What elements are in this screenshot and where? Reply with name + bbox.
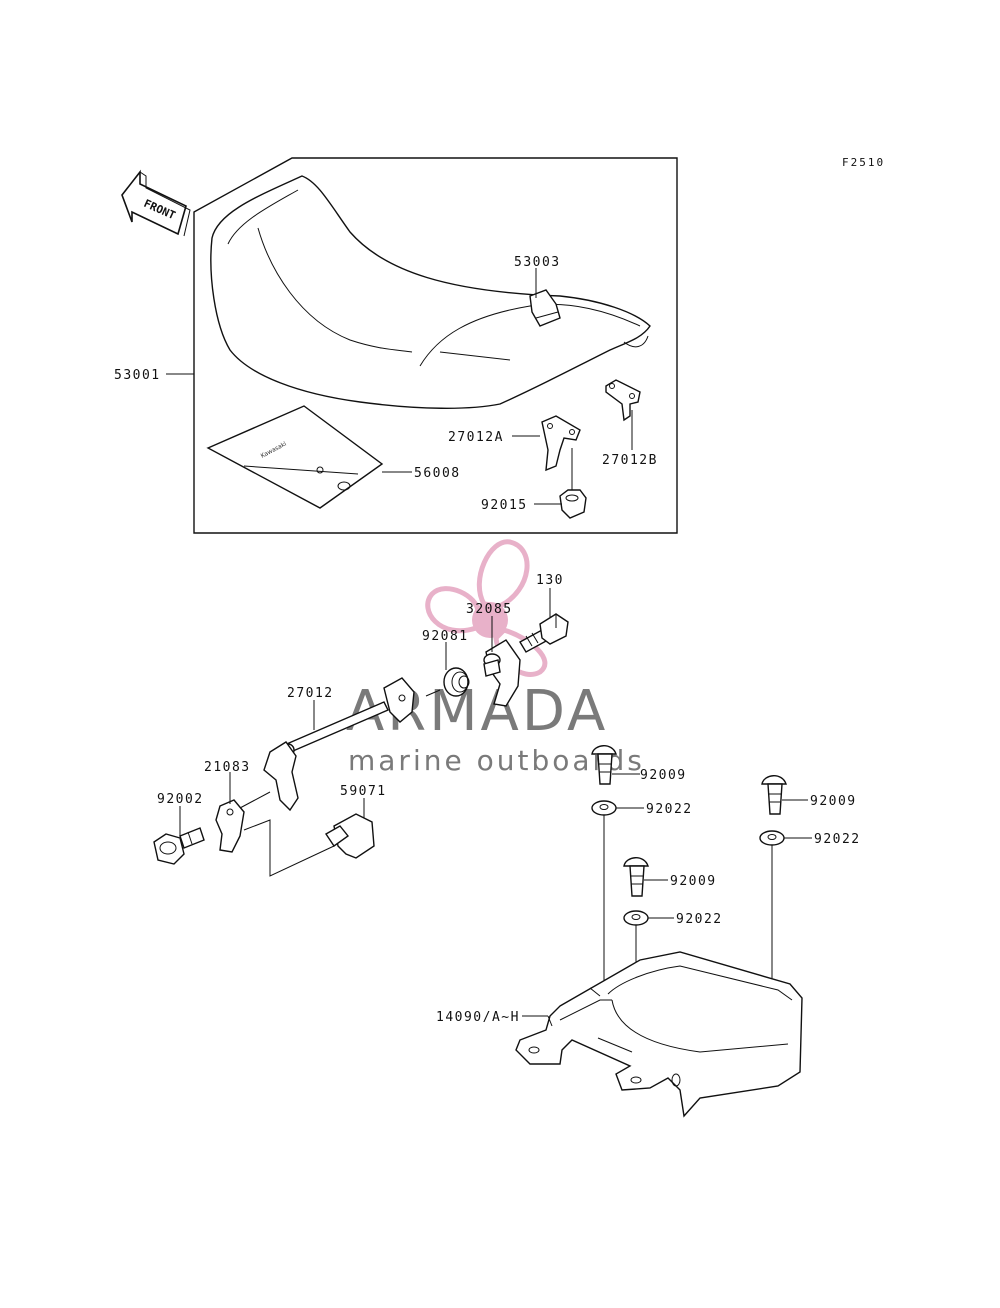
spring-92081 [425,667,470,697]
nut-92015 [559,489,587,519]
bolt-92009-b [761,775,787,815]
label-92009-b: 92009 [810,794,857,809]
seat-53001 [210,175,651,409]
seat-assembly-frame [193,157,678,534]
label-92002: 92002 [157,792,204,807]
label-92022-a: 92022 [646,802,693,817]
stopper-59071 [325,813,375,859]
bolt-92009-c [623,857,649,897]
label-92009-c: 92009 [670,874,717,889]
cover-14090 [515,951,803,1118]
label-53003: 53003 [514,255,561,270]
card-56008: Kawasaki [206,405,384,509]
lever-21083 [215,741,299,853]
label-92081: 92081 [422,629,469,644]
label-21083: 21083 [204,760,251,775]
seat-hook-53003 [529,289,561,327]
washer-92022-c [623,910,649,926]
label-92015: 92015 [481,498,528,513]
label-27012B: 27012B [602,453,658,468]
washer-92022-b [759,830,785,846]
washer-92022-a [591,800,617,816]
label-92009-a: 92009 [640,768,687,783]
bracket-27012B [605,379,641,422]
label-27012A: 27012A [448,430,504,445]
label-32085: 32085 [466,602,513,617]
label-53001: 53001 [114,368,161,383]
label-59071: 59071 [340,784,387,799]
watermark-tagline: marine outboards [348,744,645,777]
label-92022-b: 92022 [814,832,861,847]
seat-lock-cam [383,677,415,723]
lever-32085 [483,639,521,707]
bolt-92002 [153,827,205,865]
label-14090: 14090/A~H [436,1010,520,1025]
label-130: 130 [536,573,564,588]
label-92022-c: 92022 [676,912,723,927]
label-27012: 27012 [287,686,334,701]
bracket-27012A [541,415,581,472]
label-56008: 56008 [414,466,461,481]
bolt-92009-a [591,745,617,785]
front-arrow-icon: FRONT [121,169,191,237]
bolt-130 [519,613,569,653]
figure-code: F2510 [842,156,885,169]
